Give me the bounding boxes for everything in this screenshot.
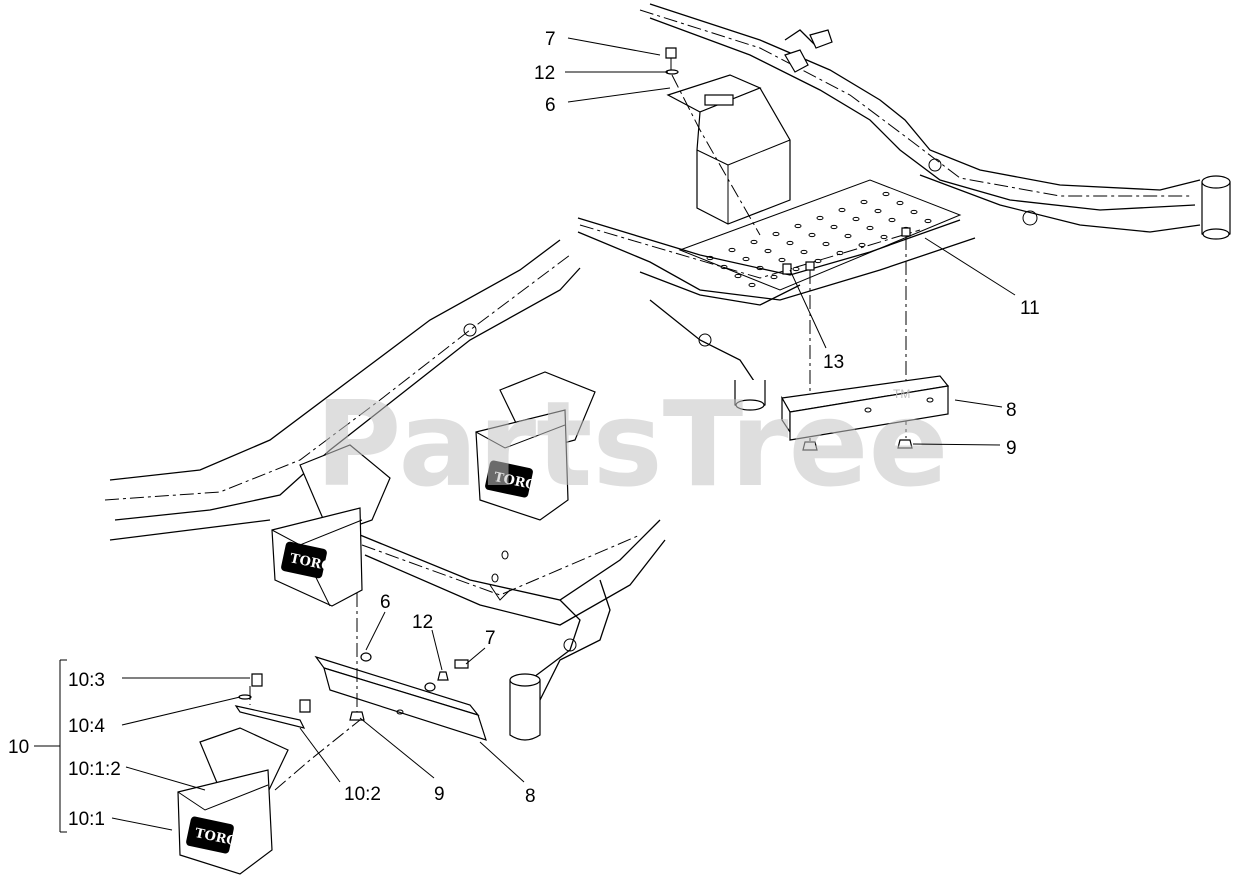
callout-10: 10 [8,737,29,758]
lower-weight-bar [314,593,487,741]
plate-hole [888,217,896,223]
plate-hole [814,258,822,264]
plate-hole [866,225,874,231]
plate-hole [838,207,846,213]
frame-tube-upper [1201,175,1231,240]
callout-9-right: 9 [1006,438,1017,459]
callout-12-mid: 12 [412,612,433,633]
plate-hole [822,241,830,247]
plate-hole [792,266,800,272]
plate-hole [882,191,890,197]
leader-lines [34,37,1016,833]
plate-hole [794,223,802,229]
plate-hole [742,256,750,262]
plate-hole [748,282,756,288]
callout-10-1-2: 10:1:2 [68,759,121,780]
callout-13: 13 [823,352,844,373]
plate-hole [770,274,778,280]
callout-9-bottom: 9 [434,784,445,805]
plate-hole [808,232,816,238]
installed-weight-left: TORO [271,444,391,607]
callout-labels: 7 12 6 11 13 8 9 6 12 7 10:3 10:4 10 10:… [8,29,1040,830]
plate-hole [734,273,742,279]
callout-10-2: 10:2 [344,784,381,805]
upper-hardware [665,47,761,236]
plate-hole [880,234,888,240]
callout-8-right: 8 [1006,400,1017,421]
callout-6-mid: 6 [380,592,391,613]
plate-hole [896,200,904,206]
trademark-symbol: TM [893,387,910,401]
installed-weight-center: TORO [475,371,596,521]
plate-hole [720,264,728,270]
callout-10-4: 10:4 [68,716,105,737]
lower-frame-rail [104,239,581,541]
callout-11: 11 [1020,298,1040,319]
plate-hole [816,215,824,221]
perforated-plate [678,179,962,291]
callout-8-bottom: 8 [525,786,536,807]
callout-7-top: 7 [545,29,556,50]
plate-hole [858,242,866,248]
plate-hole [830,224,838,230]
callout-10-1: 10:1 [68,809,105,830]
partstree-watermark: PartsTree [315,375,949,513]
frame-tube-lower [509,673,541,741]
plate-hole [728,247,736,253]
plate-hole [772,231,780,237]
plate-hole [706,255,714,261]
upper-frame-rail [639,3,1201,233]
lower-cross-member [359,519,666,701]
upper-weight-bracket [666,74,791,225]
callout-10-3: 10:3 [68,670,105,691]
callout-12-top: 12 [534,63,555,84]
plate-hole [800,249,808,255]
plate-hole [924,218,932,224]
plate-hole [750,239,758,245]
plate-hole [756,265,764,271]
plate-hole [786,240,794,246]
plate-hole [874,208,882,214]
plate-hole [764,248,772,254]
upper-cross-member [577,217,976,411]
plate-hole [852,216,860,222]
plate-hole [844,233,852,239]
exploded-weight-kit: TORO [177,673,361,875]
right-weight-bar [781,375,950,451]
callout-6-top: 6 [545,95,556,116]
plate-hole [910,209,918,215]
plate-hole [860,199,868,205]
plate-hole [836,250,844,256]
plate-hole [778,257,786,263]
callout-7-mid: 7 [485,628,496,649]
